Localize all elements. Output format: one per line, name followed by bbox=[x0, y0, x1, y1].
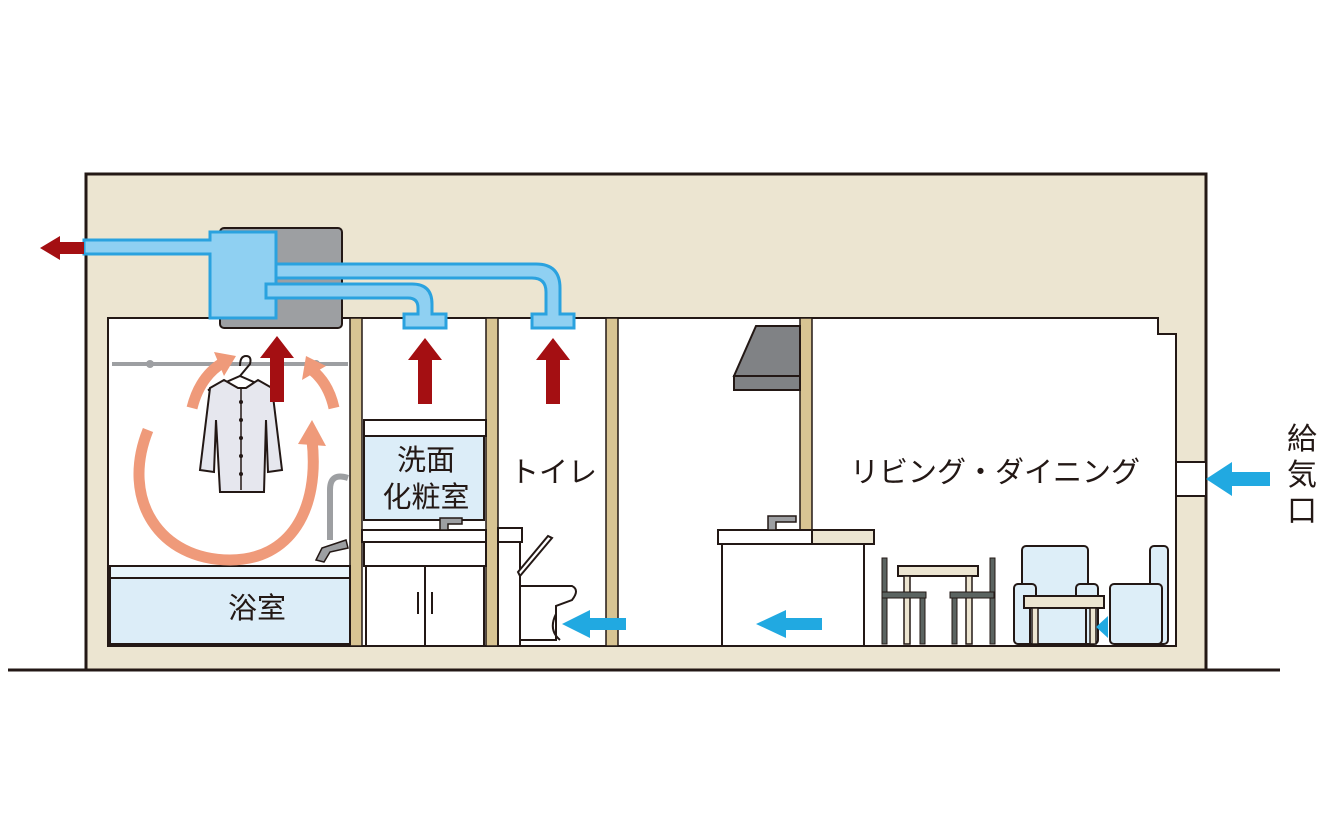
circulation-arrowhead-left bbox=[214, 352, 236, 376]
pillar-wash-toilet bbox=[485, 317, 499, 647]
duct-to-toilet bbox=[274, 262, 576, 330]
washroom-label-line1: 洗面 bbox=[396, 443, 455, 477]
washroom-label-line2: 化粧室 bbox=[382, 480, 470, 514]
air-intake-arrow-icon bbox=[1206, 462, 1270, 496]
circulation-arrowhead-big bbox=[298, 420, 326, 446]
living-dining-label: リビング・ダイニング bbox=[850, 455, 1141, 489]
circulation-arrow-big bbox=[133, 427, 319, 566]
bath-faucet-icon bbox=[314, 539, 349, 563]
air-intake-char-3: 口 bbox=[1287, 494, 1317, 529]
shower-pipe-icon bbox=[327, 473, 349, 540]
air-intake-opening bbox=[1175, 461, 1207, 497]
wash-faucet-icon bbox=[439, 517, 463, 531]
exhaust-arrow-bathroom-icon bbox=[260, 336, 294, 402]
supply-arrow-kitchen-icon bbox=[756, 610, 822, 638]
toilet-icon bbox=[497, 527, 577, 647]
wash-shelf bbox=[363, 419, 487, 437]
supply-arrow-living-icon bbox=[1096, 616, 1108, 638]
wash-counter bbox=[361, 529, 487, 543]
washroom-label: 洗面 化粧室 bbox=[370, 442, 482, 516]
shirt-on-hanger-icon bbox=[198, 354, 284, 493]
kitchen-counter-wood bbox=[811, 529, 875, 545]
toilet-label: トイレ bbox=[510, 455, 598, 489]
kitchen-faucet-icon bbox=[767, 515, 797, 531]
air-intake-label: 給 気 口 bbox=[1284, 422, 1320, 530]
air-intake-char-1: 給 bbox=[1287, 422, 1317, 457]
dining-table-icon bbox=[881, 557, 996, 645]
exhaust-arrow-toilet-icon bbox=[536, 338, 570, 404]
exhaust-outlet-arrow-icon bbox=[40, 236, 84, 260]
kitchen-cabinet bbox=[721, 543, 865, 647]
bathtub bbox=[109, 577, 351, 645]
air-intake-char-2: 気 bbox=[1287, 458, 1317, 493]
bathtub-rim bbox=[109, 565, 351, 579]
supply-arrow-toilet-icon bbox=[562, 610, 626, 638]
wash-vanity-top bbox=[363, 541, 487, 567]
duct-to-washroom bbox=[264, 282, 448, 330]
exhaust-arrow-washroom-icon bbox=[408, 338, 442, 404]
coffee-table-icon bbox=[1023, 595, 1105, 645]
bathroom-label: 浴室 bbox=[228, 591, 287, 625]
exhaust-duct bbox=[82, 230, 278, 320]
range-hood-icon bbox=[732, 325, 801, 391]
rail-knob-left bbox=[146, 360, 154, 368]
pillar-bath-wash bbox=[349, 317, 363, 647]
pillar-toilet-kitchen bbox=[605, 317, 619, 647]
circulation-arrowhead-right bbox=[302, 356, 326, 380]
